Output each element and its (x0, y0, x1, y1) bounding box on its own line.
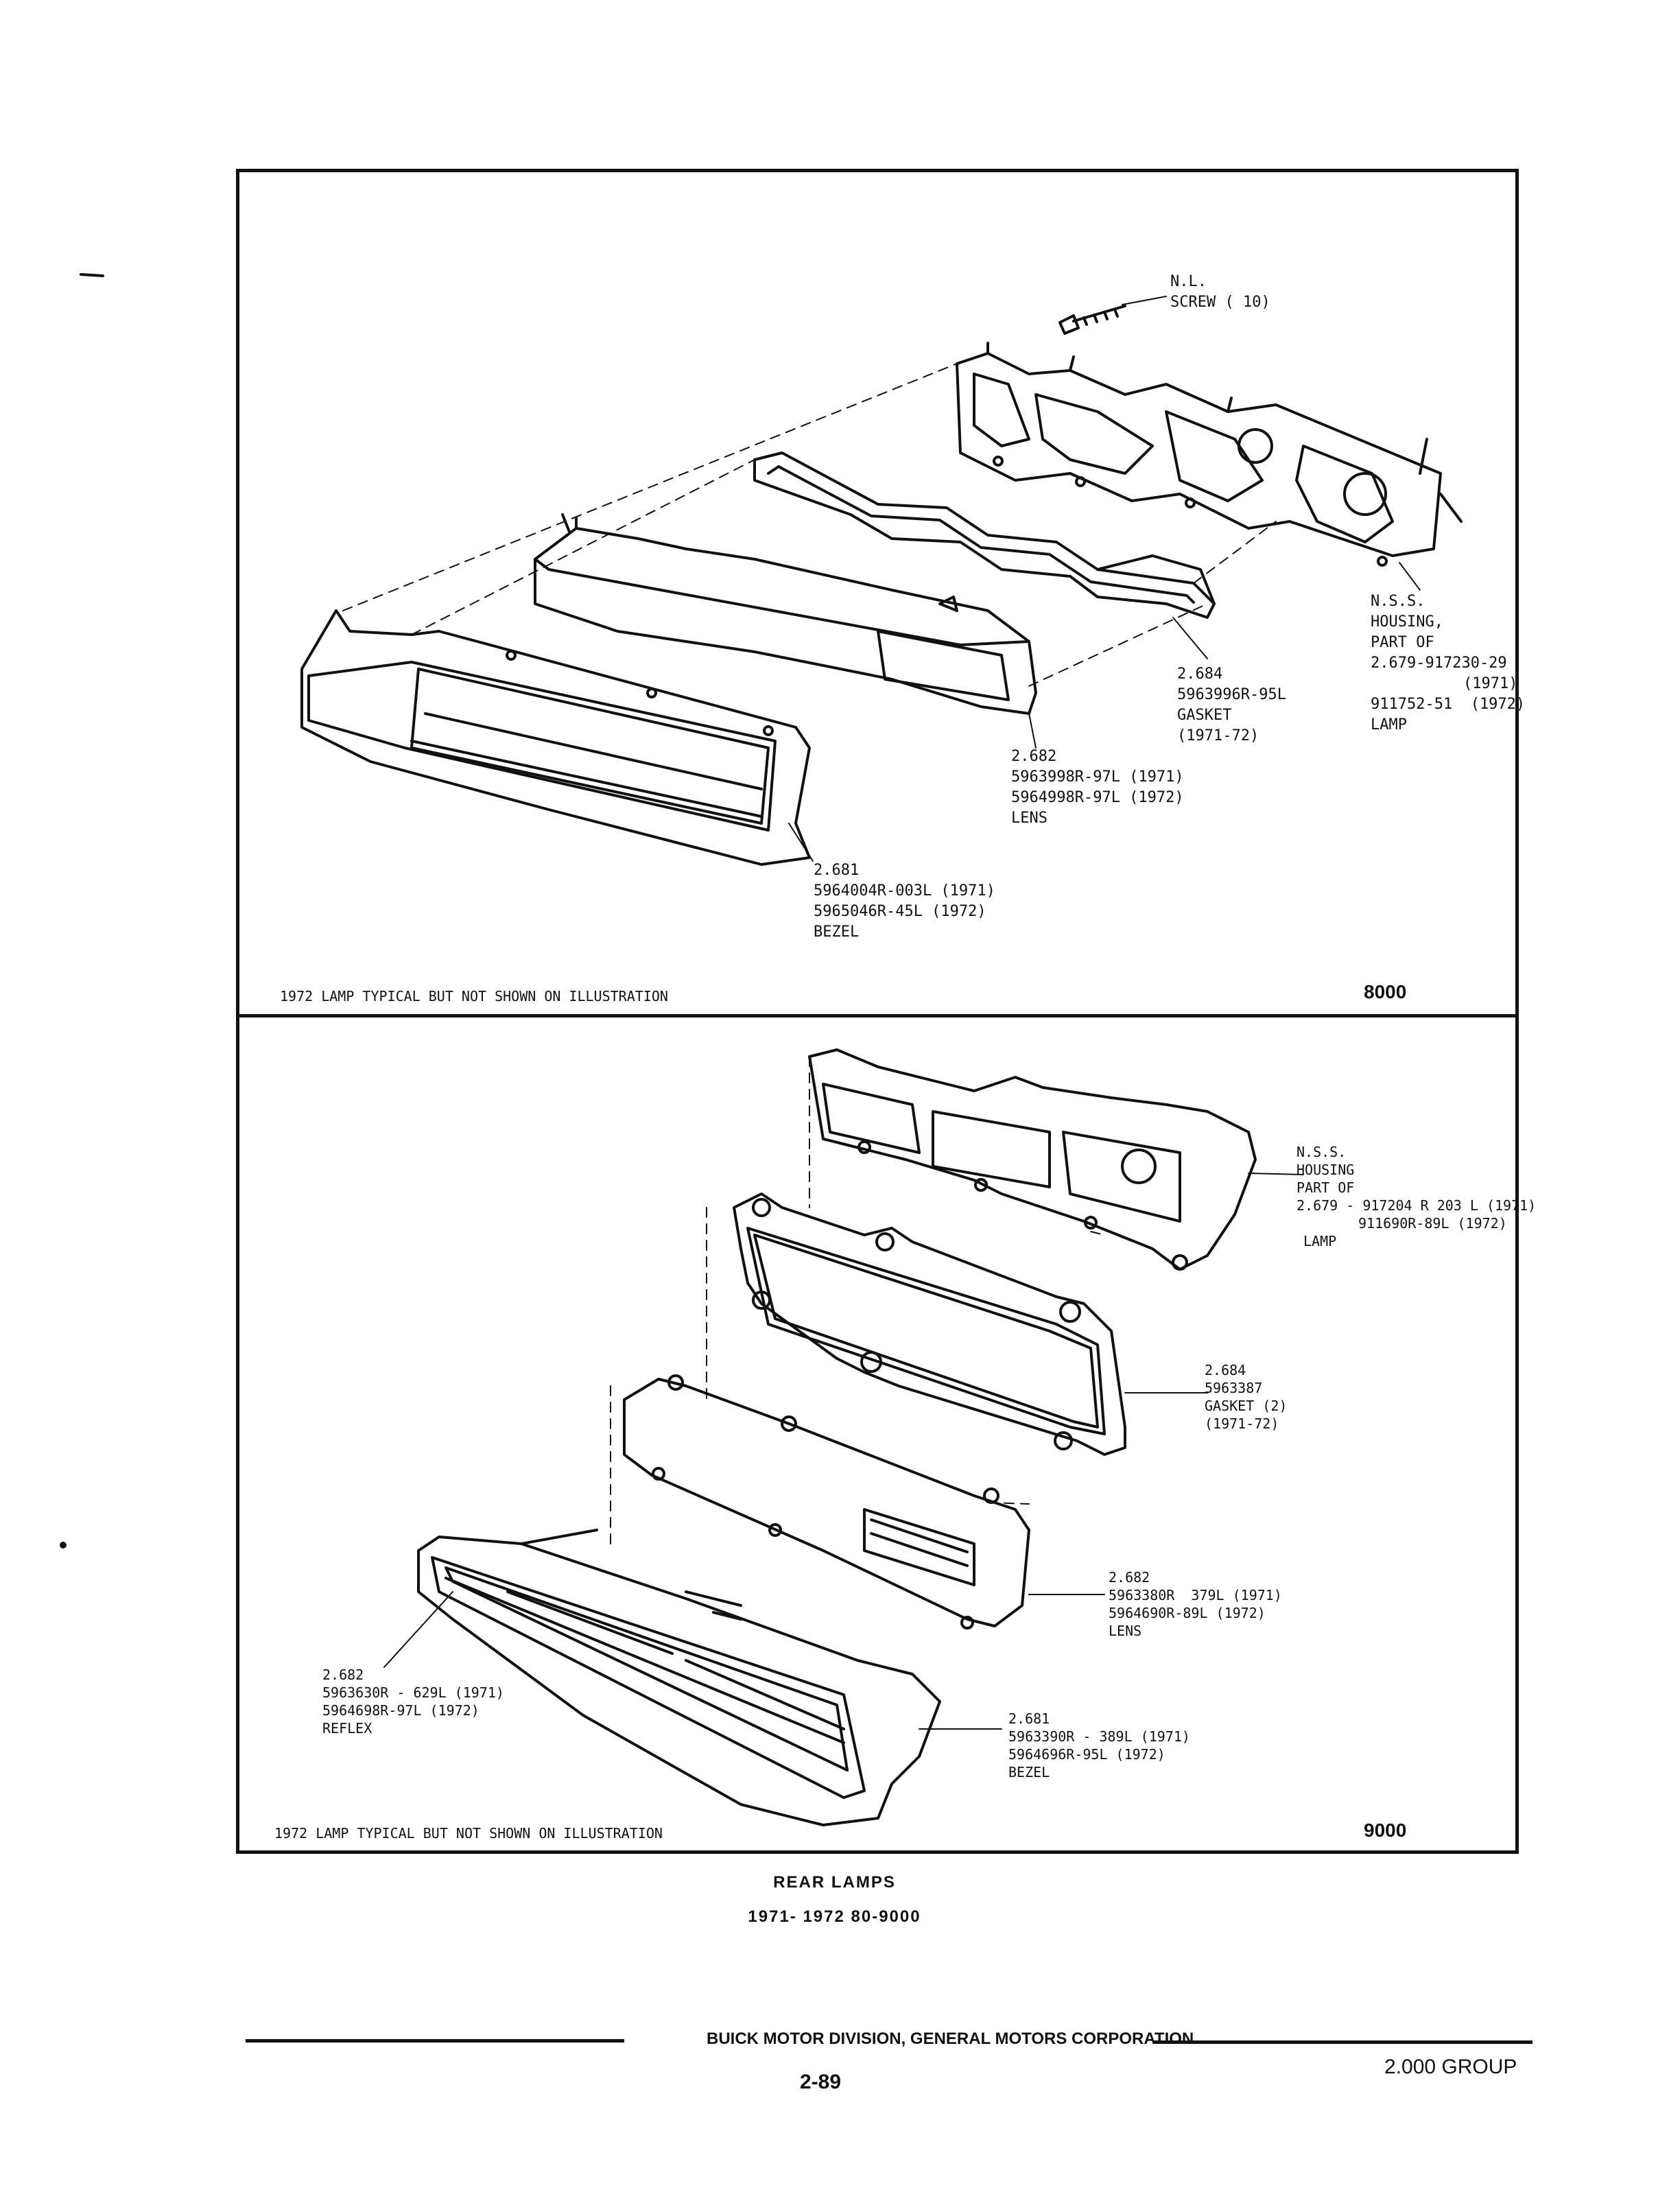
housing-b-line4: 2.679 - 917204 R 203 L (1971) (1297, 1197, 1537, 1214)
assembly-lines-top (342, 363, 1277, 687)
reflex-leader (383, 1591, 453, 1668)
assembly-lines-bottom (610, 1056, 1105, 1551)
gasket-b-line2: 5963387 (1205, 1380, 1263, 1396)
bezel-b-line1: 2.681 (1008, 1710, 1050, 1727)
footer-rule-right (1154, 2040, 1532, 2044)
lens-b-line3: 5964690R-89L (1972) (1109, 1605, 1266, 1621)
page-number: 2-89 (800, 2071, 842, 2093)
page-frame (236, 169, 1519, 1854)
bezel-drawing-bottom (417, 1529, 941, 1826)
bottom-panel-code: 9000 (1364, 1820, 1407, 1841)
margin-mark (80, 273, 104, 277)
housing-line6: 911752-51 (1972) (1371, 696, 1526, 713)
bezel-callout: 2.681 5964004R-003L (1971) 5965046R-45L (1… (814, 860, 995, 943)
gasket-line3: GASKET (1177, 707, 1232, 724)
reflex-line2: 5963630R - 629L (1971) (322, 1684, 504, 1701)
bezel-line1: 2.681 (814, 862, 860, 879)
bezel-line3: 5965046R-45L (1972) (814, 903, 986, 920)
footer-rule-left (246, 2039, 624, 2043)
housing-drawing (956, 342, 1463, 567)
lens-callout: 2.682 5963998R-97L (1971) 5964998R-97L (19… (1011, 746, 1184, 829)
housing-drawing-bottom (808, 1048, 1257, 1271)
housing-b-line5: 911690R-89L (1972) (1358, 1215, 1507, 1232)
housing-line4: 2.679-917230-29 (1371, 655, 1507, 672)
housing-b-line1: N.S.S. (1297, 1144, 1347, 1160)
housing-callout: N.S.S. HOUSING, PART OF 2.679-917230-29 (197… (1371, 591, 1525, 736)
housing-line7: LAMP (1371, 716, 1407, 733)
caption-subtitle: 1971- 1972 80-9000 (748, 1907, 921, 1926)
lens-drawing (534, 513, 1037, 715)
group-label: 2.000 GROUP (1384, 2056, 1517, 2078)
housing-line1: N.S.S. (1371, 593, 1425, 610)
gasket-drawing (753, 451, 1216, 619)
bezel-b-line3: 5964696R-95L (1972) (1008, 1746, 1165, 1763)
lens-line3: 5964998R-97L (1972) (1011, 789, 1184, 806)
gasket-line4: (1971-72) (1177, 727, 1259, 744)
bezel-line4: BEZEL (814, 923, 860, 941)
housing-b-line3: PART OF (1297, 1179, 1355, 1196)
lens-line1: 2.682 (1011, 748, 1057, 765)
gasket-line2: 5963996R-95L (1177, 686, 1286, 703)
gasket-line1: 2.684 (1177, 666, 1223, 683)
panel-divider (236, 1014, 1519, 1017)
screw-line2: SCREW ( 10) (1170, 294, 1270, 311)
footer-corporation: BUICK MOTOR DIVISION, GENERAL MOTORS COR… (707, 2029, 1194, 2048)
screw-line1: N.L. (1170, 273, 1207, 290)
top-panel-code: 8000 (1364, 981, 1407, 1002)
gasket-b-line4: (1971-72) (1205, 1415, 1279, 1432)
gasket-b-line3: GASKET (2) (1205, 1398, 1288, 1414)
screw-drawing (1058, 305, 1126, 335)
bezel-b-line4: BEZEL (1008, 1764, 1050, 1780)
lens-b-line2: 5963380R 379L (1971) (1109, 1587, 1282, 1603)
caption-title: REAR LAMPS (773, 1873, 896, 1892)
screw-callout: N.L. SCREW ( 10) (1170, 272, 1270, 313)
bezel-leader (788, 823, 814, 862)
lens-line4: LENS (1011, 810, 1047, 827)
bezel-b-line2: 5963390R - 389L (1971) (1008, 1728, 1190, 1745)
reflex-line4: REFLEX (322, 1720, 372, 1737)
lens-b-line1: 2.682 (1109, 1569, 1150, 1586)
bezel-drawing (300, 609, 811, 866)
gasket-callout: 2.684 5963996R-95L GASKET (1971-72) (1177, 664, 1286, 746)
gasket-drawing-bottom (733, 1192, 1126, 1456)
housing-b-line2: HOUSING (1297, 1162, 1355, 1178)
lens-drawing-bottom (623, 1374, 1030, 1629)
housing-line5: (1971) (1463, 675, 1518, 692)
gasket-b-line1: 2.684 (1205, 1362, 1246, 1378)
screw-leader (1122, 296, 1167, 305)
bottom-panel-note: 1972 LAMP TYPICAL BUT NOT SHOWN ON ILLUS… (274, 1825, 663, 1842)
housing-leader-bottom (1248, 1173, 1304, 1175)
housing-b-line6: LAMP (1303, 1233, 1337, 1249)
reflex-line3: 5964698R-97L (1972) (322, 1702, 480, 1719)
top-panel-note: 1972 LAMP TYPICAL BUT NOT SHOWN ON ILLUS… (280, 988, 668, 1004)
lens-leader (1028, 713, 1037, 749)
bezel-line2: 5964004R-003L (1971) (814, 882, 995, 899)
reflex-line1: 2.682 (322, 1667, 364, 1683)
housing-line3: PART OF (1371, 634, 1434, 651)
lens-line2: 5963998R-97L (1971) (1011, 768, 1184, 786)
lens-b-line4: LENS (1109, 1623, 1142, 1639)
housing-leader (1399, 562, 1421, 591)
margin-dot (60, 1542, 67, 1549)
housing-line2: HOUSING, (1371, 613, 1443, 631)
gasket-leader (1172, 617, 1208, 659)
